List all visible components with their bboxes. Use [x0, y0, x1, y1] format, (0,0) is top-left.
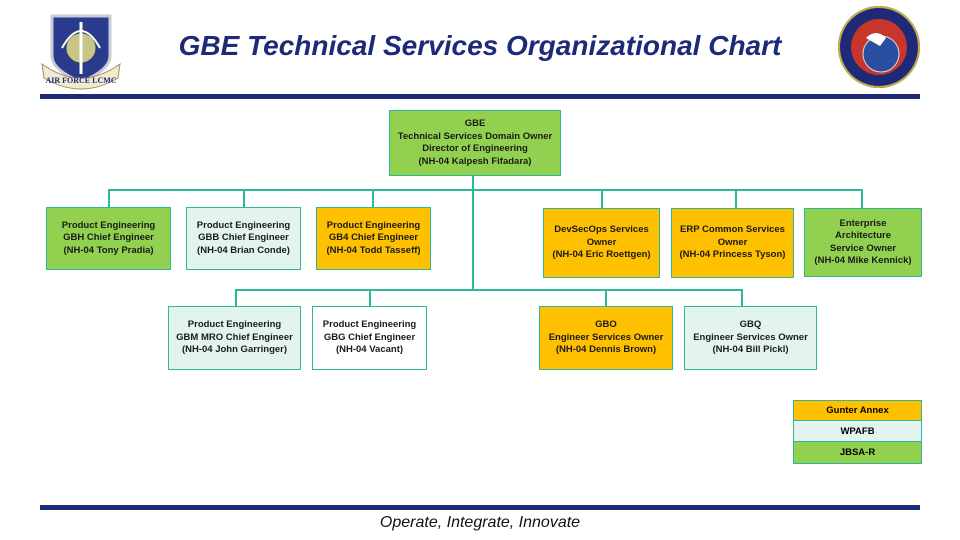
connector [601, 189, 603, 208]
box-line: Product Engineering [187, 319, 282, 331]
air-force-lcmc-logo: AIR FORCE LCMC [41, 14, 121, 90]
legend-jbsa-r: JBSA-R [793, 441, 922, 464]
box-line: (NH-04 Kalpesh Fifadara) [418, 155, 532, 167]
box-line: (NH-04 Mike Kennick) [814, 255, 912, 266]
connector [235, 289, 742, 291]
footer-divider [40, 505, 920, 510]
box-line: Product Engineering [196, 219, 291, 231]
connector [605, 289, 607, 306]
connector [861, 189, 863, 208]
box-line: GBM MRO Chief Engineer [176, 331, 293, 343]
legend-wpafb: WPAFB [793, 420, 922, 442]
box-line: GBB Chief Engineer [198, 232, 289, 244]
box-line: GBE [464, 118, 486, 129]
box-line: Owner [717, 236, 748, 248]
box-line: ERP Common Services [680, 224, 785, 236]
box-line: (NH-04 Princess Tyson) [679, 249, 786, 261]
box-line: Product Engineering [61, 219, 156, 231]
connector [108, 189, 862, 191]
page-title: GBE Technical Services Organizational Ch… [178, 30, 782, 61]
box-line: (NH-04 Vacant) [335, 344, 404, 356]
connector [472, 175, 474, 290]
header-divider [40, 94, 920, 99]
box-line: DevSecOps Services [554, 224, 649, 236]
connector [235, 289, 237, 306]
box-line: GBH Chief Engineer [63, 232, 154, 244]
box-line: Product Engineering [322, 319, 417, 331]
box-line: GBG Chief Engineer [323, 331, 416, 343]
box-line: (NH-04 Dennis Brown) [555, 344, 657, 356]
box-line: Director of Engineering [422, 143, 528, 154]
box-line: Technical Services Domain Owner [397, 130, 553, 142]
box-line: Enterprise [839, 217, 887, 229]
box-line: Engineer Services Owner [693, 331, 808, 343]
box-line: (NH-04 Brian Conde) [197, 244, 290, 256]
connector [369, 289, 371, 306]
box-line: (NH-04 Bill Pickl) [712, 344, 789, 356]
box-line: Product Engineering [326, 219, 421, 231]
box-line: Architecture [835, 230, 891, 241]
box-line: (NH-04 John Garringer) [181, 344, 288, 356]
connector [741, 289, 743, 306]
box-line: GB4 Chief Engineer [328, 232, 419, 244]
connector [372, 189, 374, 207]
box-line: Owner [586, 236, 617, 248]
box-line: (NH-04 Tony Pradia) [63, 244, 154, 256]
legend-gunter-annex: Gunter Annex [793, 400, 922, 421]
org-box-gbe-domain-owner: GBE Technical Services Domain Owner Dire… [389, 110, 561, 176]
box-line: (NH-04 Eric Roettgen) [552, 249, 651, 261]
box-line: GBO [595, 319, 617, 331]
box-line: (NH-04 Todd Tasseff) [326, 244, 421, 256]
connector [108, 189, 110, 207]
footer-tagline: Operate, Integrate, Innovate [379, 514, 581, 531]
business-enterprise-systems-seal [838, 6, 920, 88]
connector [243, 189, 245, 207]
box-line: GBQ [739, 319, 762, 331]
box-line: Engineer Services Owner [548, 331, 664, 343]
box-line: Service Owner [829, 242, 896, 254]
connector [735, 189, 737, 208]
svg-text:AIR FORCE LCMC: AIR FORCE LCMC [45, 76, 116, 85]
